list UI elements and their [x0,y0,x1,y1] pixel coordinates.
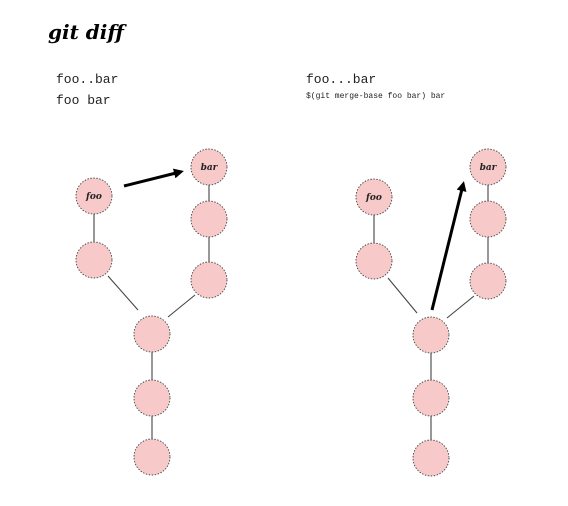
left-command-pair: foo bar [56,93,111,108]
foo-commit-node [355,178,393,216]
foo-commit-node [75,177,113,215]
edge [107,275,139,311]
diagram-title: git diff [48,20,124,44]
commit-node [133,438,171,476]
edge [387,277,418,314]
foo-label: foo [85,192,102,202]
edge [167,294,196,318]
commit-node [133,379,171,417]
right-graph: foo bar [355,148,507,477]
right-command-range: foo...bar [306,72,377,87]
commit-node [190,200,228,238]
commit-node [355,242,393,280]
commit-node [469,262,507,300]
bar-label: bar [480,163,498,173]
diff-arrow [123,168,184,188]
merge-base-commit-node [412,316,450,354]
left-command-range: foo..bar [56,72,119,87]
commit-node [412,439,450,477]
bar-commit-node [190,148,228,186]
commit-node [469,200,507,238]
foo-label: foo [365,193,382,203]
right-command-merge-base: $(git merge-base foo bar) bar [306,92,446,101]
merge-base-commit-node [133,315,171,353]
edge [446,295,475,319]
commit-node [75,241,113,279]
commit-node [190,261,228,299]
left-graph: foo bar [75,148,228,476]
commit-node [412,379,450,417]
bar-label: bar [201,163,219,173]
bar-commit-node [469,148,507,186]
diff-arrow [430,181,467,311]
